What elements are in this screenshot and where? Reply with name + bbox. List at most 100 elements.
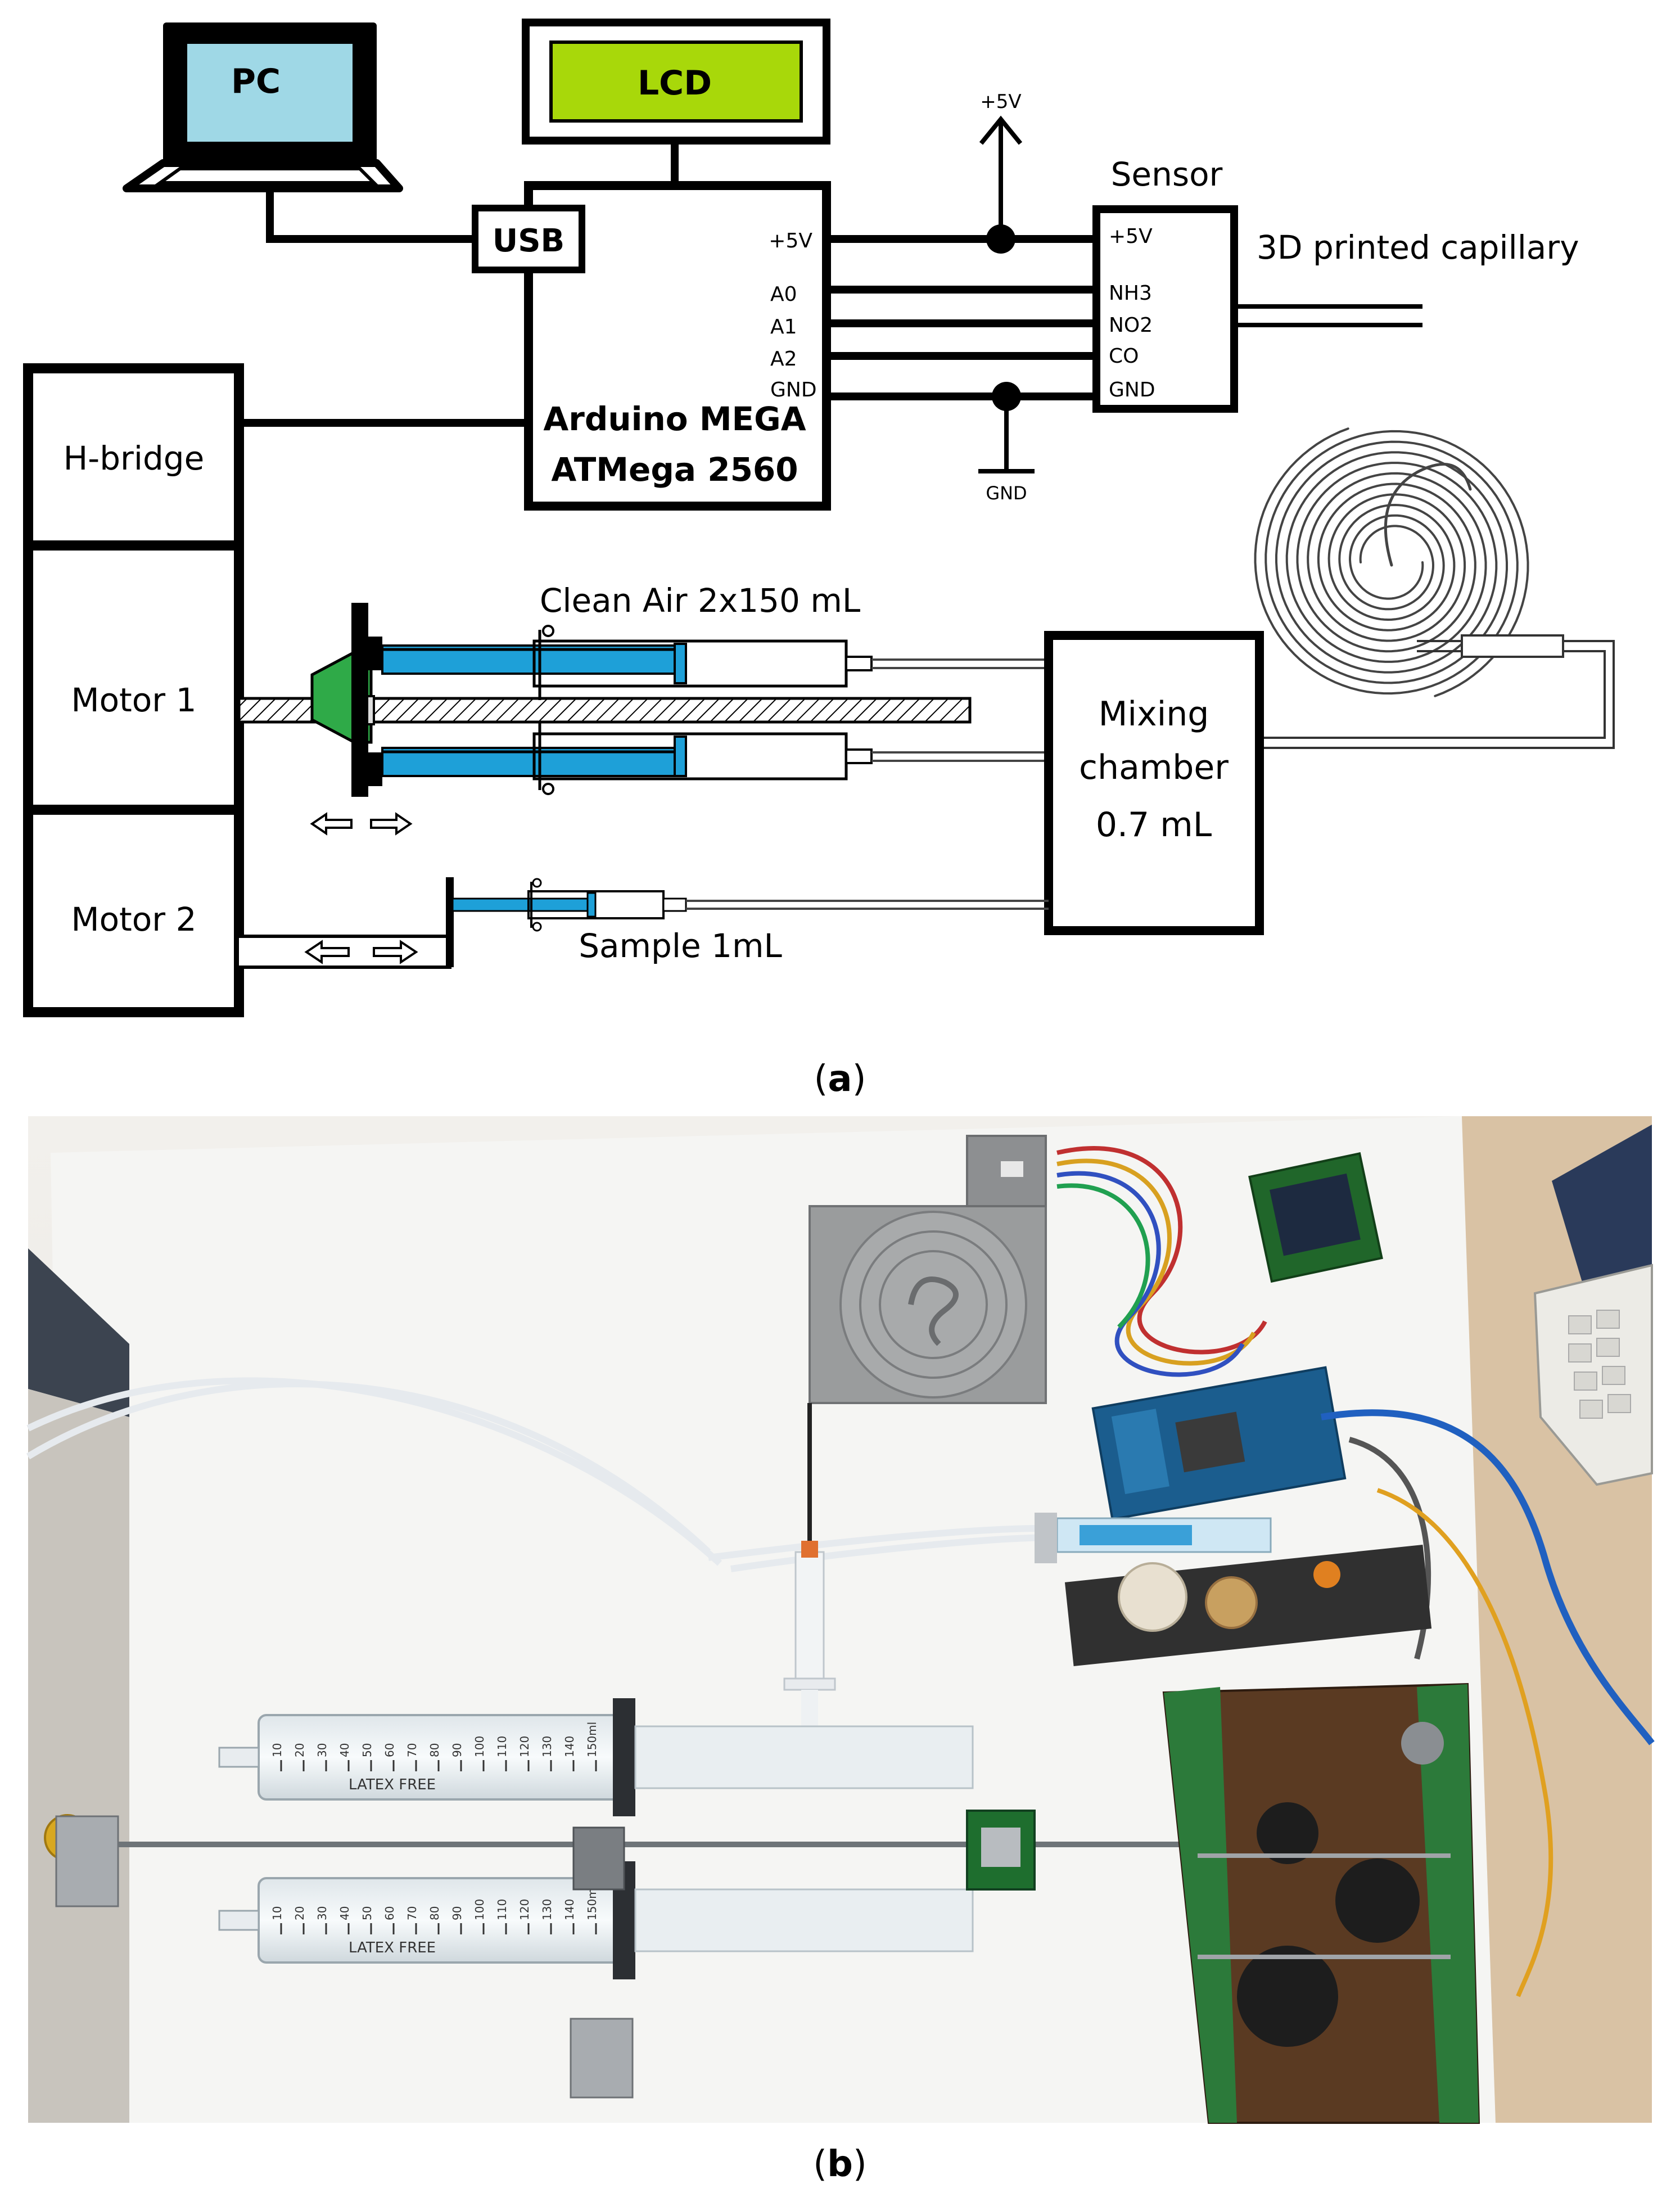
caption-b-letter: b	[827, 2144, 853, 2185]
syringe-scale-label: 70	[405, 1906, 419, 1920]
clean-air-label: Clean Air 2x150 mL	[540, 581, 860, 620]
motor-1-gearbox-photo	[1162, 1682, 1480, 2124]
arduino-board-photo	[1091, 1366, 1347, 1521]
pc-label: PC	[231, 62, 281, 101]
motor-1-box	[23, 540, 244, 815]
syringe-scale-label: 10	[270, 1743, 284, 1757]
capillary-return-tube	[1262, 634, 1615, 749]
pusher-direction-arrows-icon	[310, 812, 413, 836]
h-bridge-label: H-bridge	[64, 439, 205, 477]
caption-a: (a)	[814, 1058, 866, 1100]
sample-label: Sample 1mL	[579, 927, 782, 965]
paper-sheet	[51, 1116, 1496, 2123]
syringe-scale-label: 70	[405, 1743, 419, 1757]
syringe-scale-label: 150ml	[585, 1885, 599, 1920]
vcc-label: +5V	[980, 91, 1021, 113]
sensor-box	[1092, 205, 1238, 413]
pusher-plate	[351, 603, 368, 797]
clean-air-syringe-lower	[381, 723, 1049, 795]
syringe-scale-label: 50	[360, 1906, 374, 1920]
h-bridge-box	[23, 363, 244, 551]
gnd-label: GND	[986, 482, 1027, 504]
vcc-arrow-icon	[979, 115, 1023, 145]
jumper-wires	[1056, 1146, 1655, 1997]
arduino-pin-gnd: GND	[770, 378, 817, 401]
clamp-bracket-photo	[572, 1826, 625, 1891]
syringe-scale-label: 60	[383, 1906, 396, 1920]
setup-photograph: 10 20 30 40 50 60 70 80 90 100 110 120 130 140 150ml L…	[26, 1116, 1655, 2124]
syringe-scale-label: 100	[473, 1736, 486, 1757]
motor-1-label: Motor 1	[71, 681, 197, 719]
arduino-pin-5v: +5V	[769, 229, 812, 252]
arduino-pin-a0: A0	[770, 283, 797, 306]
motor-2-box	[23, 805, 244, 1017]
syringe-scale-label: 20	[293, 1743, 306, 1757]
desk-corner	[28, 1248, 129, 1417]
usb-connector	[472, 205, 585, 273]
upper-syringe-brand: LATEX FREE	[349, 1776, 436, 1793]
sample-direction-arrows-icon	[304, 940, 418, 964]
laptop-screen	[1552, 1125, 1652, 1310]
syringe-scale-label: 140	[563, 1736, 576, 1757]
large-syringe-upper-photo: 10 20 30 40 50 60 70 80 90 100 110 120 130 140 150ml L…	[218, 1698, 974, 1816]
syringe-scale-label: 130	[540, 1736, 554, 1757]
caption-a-letter: a	[828, 1058, 852, 1100]
arduino-name: Arduino MEGA	[543, 400, 806, 438]
sensor-pin-no2: NO2	[1109, 314, 1153, 337]
caption-b: (b)	[813, 2144, 867, 2185]
printed-capillary-plate	[809, 1135, 1047, 1404]
syringe-scale-label: 120	[518, 1899, 531, 1920]
arduino-board	[524, 181, 831, 511]
syringe-scale-label: 30	[315, 1743, 329, 1757]
syringe-scale-label: 150ml	[585, 1722, 599, 1757]
syringe-scale-label: 40	[338, 1906, 351, 1920]
sensor-pin-nh3: NH3	[1109, 282, 1152, 305]
syringe-scale-label: 90	[450, 1906, 464, 1920]
arduino-pin-a2: A2	[770, 348, 797, 371]
tubing	[26, 1377, 1069, 1572]
syringe-scale-label: 20	[293, 1906, 306, 1920]
syringe-scale-label: 40	[338, 1743, 351, 1757]
usb-label: USB	[493, 223, 565, 259]
syringe-scale-label: 10	[270, 1906, 284, 1920]
mixing-label-3: 0.7 mL	[1096, 805, 1212, 845]
clean-air-syringe-upper	[381, 625, 1049, 700]
lcd-module-photo	[1248, 1152, 1383, 1283]
pc-screen	[184, 40, 356, 145]
pc-laptop-icon: PC	[123, 22, 403, 192]
syringe-scale-label: 140	[563, 1899, 576, 1920]
capillary-label: 3D printed capillary	[1257, 228, 1579, 267]
syringe-scale-label: 100	[473, 1899, 486, 1920]
syringe-scale-label: 30	[315, 1906, 329, 1920]
sensor-title: Sensor	[1111, 155, 1223, 193]
syringe-scale-label: 60	[383, 1743, 396, 1757]
pc-usb-cable	[266, 188, 475, 243]
arduino-pin-a1: A1	[770, 315, 797, 339]
lcd-display: LCD	[522, 19, 830, 145]
syringe-scale-label: 120	[518, 1736, 531, 1757]
lcd-label: LCD	[638, 64, 712, 103]
syringe-scale-label: 80	[428, 1743, 441, 1757]
mixing-chamber	[1044, 631, 1264, 935]
lower-syringe-brand: LATEX FREE	[349, 1939, 436, 1956]
syringe-scale-label: 80	[428, 1906, 441, 1920]
syringe-scale-label: 110	[495, 1736, 509, 1757]
syringe-scale-label: 50	[360, 1743, 374, 1757]
arduino-chip: ATMega 2560	[551, 450, 798, 489]
syringe-scale-label: 90	[450, 1743, 464, 1757]
syringe-scale-label: 110	[495, 1899, 509, 1920]
mixing-label-2: chamber	[1079, 748, 1229, 787]
syringe-scale-label: 130	[540, 1899, 554, 1920]
mixing-label-1: Mixing	[1099, 694, 1209, 734]
motor-2-mechanism-photo	[1035, 1513, 1432, 1667]
sample-syringe-photo	[783, 1541, 836, 1752]
sensor-pin-5v: +5V	[1109, 225, 1153, 248]
sensor-pin-gnd: GND	[1109, 378, 1155, 401]
lcd-screen	[549, 40, 803, 123]
capillary-spiral	[1254, 427, 1529, 697]
motor-2-label: Motor 2	[71, 900, 197, 939]
schematic-diagram: PC LCD Arduino MEGA ATMega 2560 +5V A0 A…	[23, 19, 1615, 1017]
sensor-pin-co: CO	[1109, 345, 1139, 368]
signal-wires	[827, 235, 1096, 400]
